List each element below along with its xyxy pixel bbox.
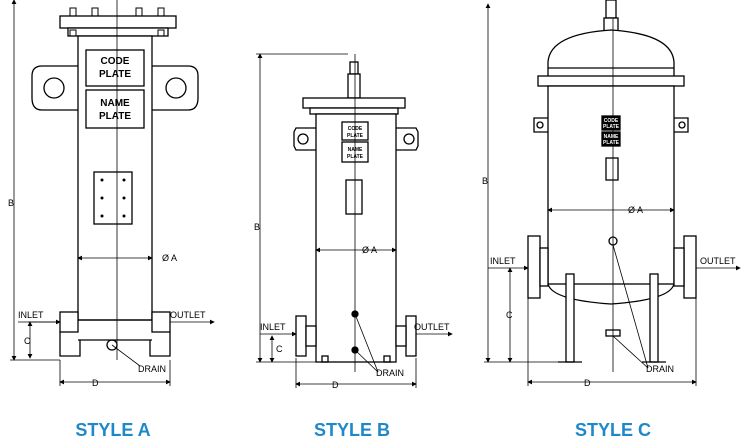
style-c-labels: CODE PLATE NAME PLATE Ø A B C D INLET OU… [482, 118, 736, 440]
style-b-dim-a: Ø A [362, 245, 377, 255]
style-a-dim-c: C [24, 336, 31, 346]
style-a-right-lug [152, 65, 199, 111]
style-c-outlet: OUTLET [700, 256, 736, 266]
style-b-dim-c: C [276, 344, 283, 354]
style-a-caption: STYLE A [75, 420, 150, 440]
style-c-dome [547, 29, 675, 76]
style-c-name-plate-line-1: NAME [604, 134, 619, 140]
style-a-body [77, 35, 153, 321]
style-b-top-flange [302, 97, 406, 109]
style-c-caption: STYLE C [575, 420, 651, 440]
style-b-body [315, 113, 397, 363]
style-c-flange [537, 75, 685, 87]
style-a-code-plate-line-1: CODE [101, 56, 130, 67]
style-c-dim-a: Ø A [628, 205, 643, 215]
style-a-drawing [10, 0, 215, 386]
style-b-dim-d: D [332, 380, 339, 390]
style-a-drain-label: DRAIN [138, 364, 166, 374]
style-c-dim-b: B [482, 176, 488, 186]
style-c-name-plate-line-2: PLATE [603, 140, 620, 146]
style-b-labels: CODE PLATE NAME PLATE Ø A B C D INLET OU… [254, 126, 450, 440]
style-a-drain [106, 339, 118, 351]
style-a-labels: CODE PLATE NAME PLATE Ø A B C D INLET OU… [8, 56, 206, 440]
style-b-caption: STYLE B [314, 420, 390, 440]
style-c-drain-label: DRAIN [646, 364, 674, 374]
style-a-name-plate-line-2: PLATE [99, 111, 131, 122]
style-b-drain-label: DRAIN [376, 368, 404, 378]
style-b-name-plate-line-1: NAME [348, 147, 363, 153]
style-b-dim-b: B [254, 222, 260, 232]
style-b-code-plate-line-2: PLATE [347, 133, 364, 139]
style-c-code-plate-line-2: PLATE [603, 124, 620, 130]
style-c-inlet: INLET [490, 256, 516, 266]
style-c-code-plate-line-1: CODE [604, 118, 619, 124]
style-c-outlet-nozzle [683, 235, 697, 299]
style-a-dim-d: D [92, 378, 99, 388]
style-c-inlet-nozzle [527, 235, 541, 299]
style-c-name-plate-box [601, 131, 621, 147]
style-a-name-plate-line-1: NAME [100, 98, 130, 109]
style-b-outlet: OUTLET [414, 322, 450, 332]
style-a-bolts [69, 7, 165, 37]
style-c-drawing [484, 0, 741, 386]
style-a-name-plate-box [85, 89, 145, 129]
style-a-code-plate-line-2: PLATE [99, 69, 131, 80]
style-a-dim-b: B [8, 198, 14, 208]
style-c-code-plate-box [601, 115, 621, 131]
style-c-dim-d: D [584, 378, 591, 388]
style-b-name-plate-line-2: PLATE [347, 154, 364, 160]
style-a-outlet-nozzle [151, 311, 171, 333]
style-a-outlet: OUTLET [170, 310, 206, 320]
style-a-top-flange [59, 15, 177, 29]
style-b-code-plate-line-1: CODE [348, 126, 363, 132]
style-c-dim-c: C [506, 310, 513, 320]
style-a-left-lug [31, 65, 78, 111]
style-a-dim-a: Ø A [162, 253, 177, 263]
style-a-inlet-nozzle [59, 311, 79, 333]
style-b-drawing [256, 53, 453, 388]
style-a-code-plate-box [85, 49, 145, 87]
style-a-inlet: INLET [18, 310, 44, 320]
style-b-inlet: INLET [260, 322, 286, 332]
style-b-inlet-nozzle [295, 315, 307, 357]
